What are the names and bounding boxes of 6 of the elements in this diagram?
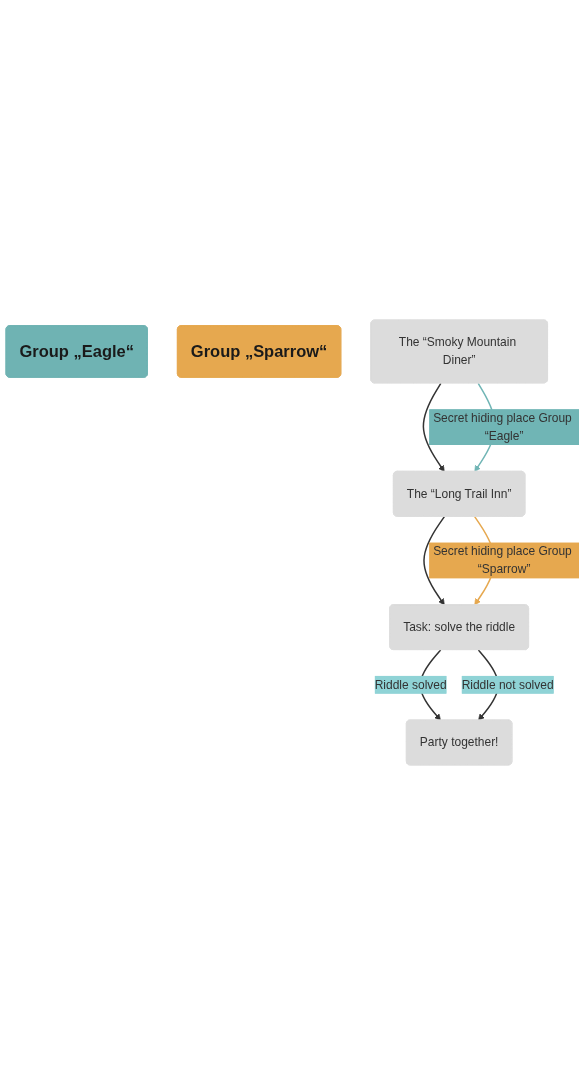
arrow [423, 515, 446, 605]
edge-label: Riddle not solved [461, 677, 554, 691]
edge-label: Secret hiding place Group “Eagle” [433, 410, 572, 442]
edge-label: Secret hiding place Group “Sparrow” [433, 544, 572, 575]
edge-label: Riddle solved [374, 677, 447, 691]
arrow [422, 382, 445, 472]
